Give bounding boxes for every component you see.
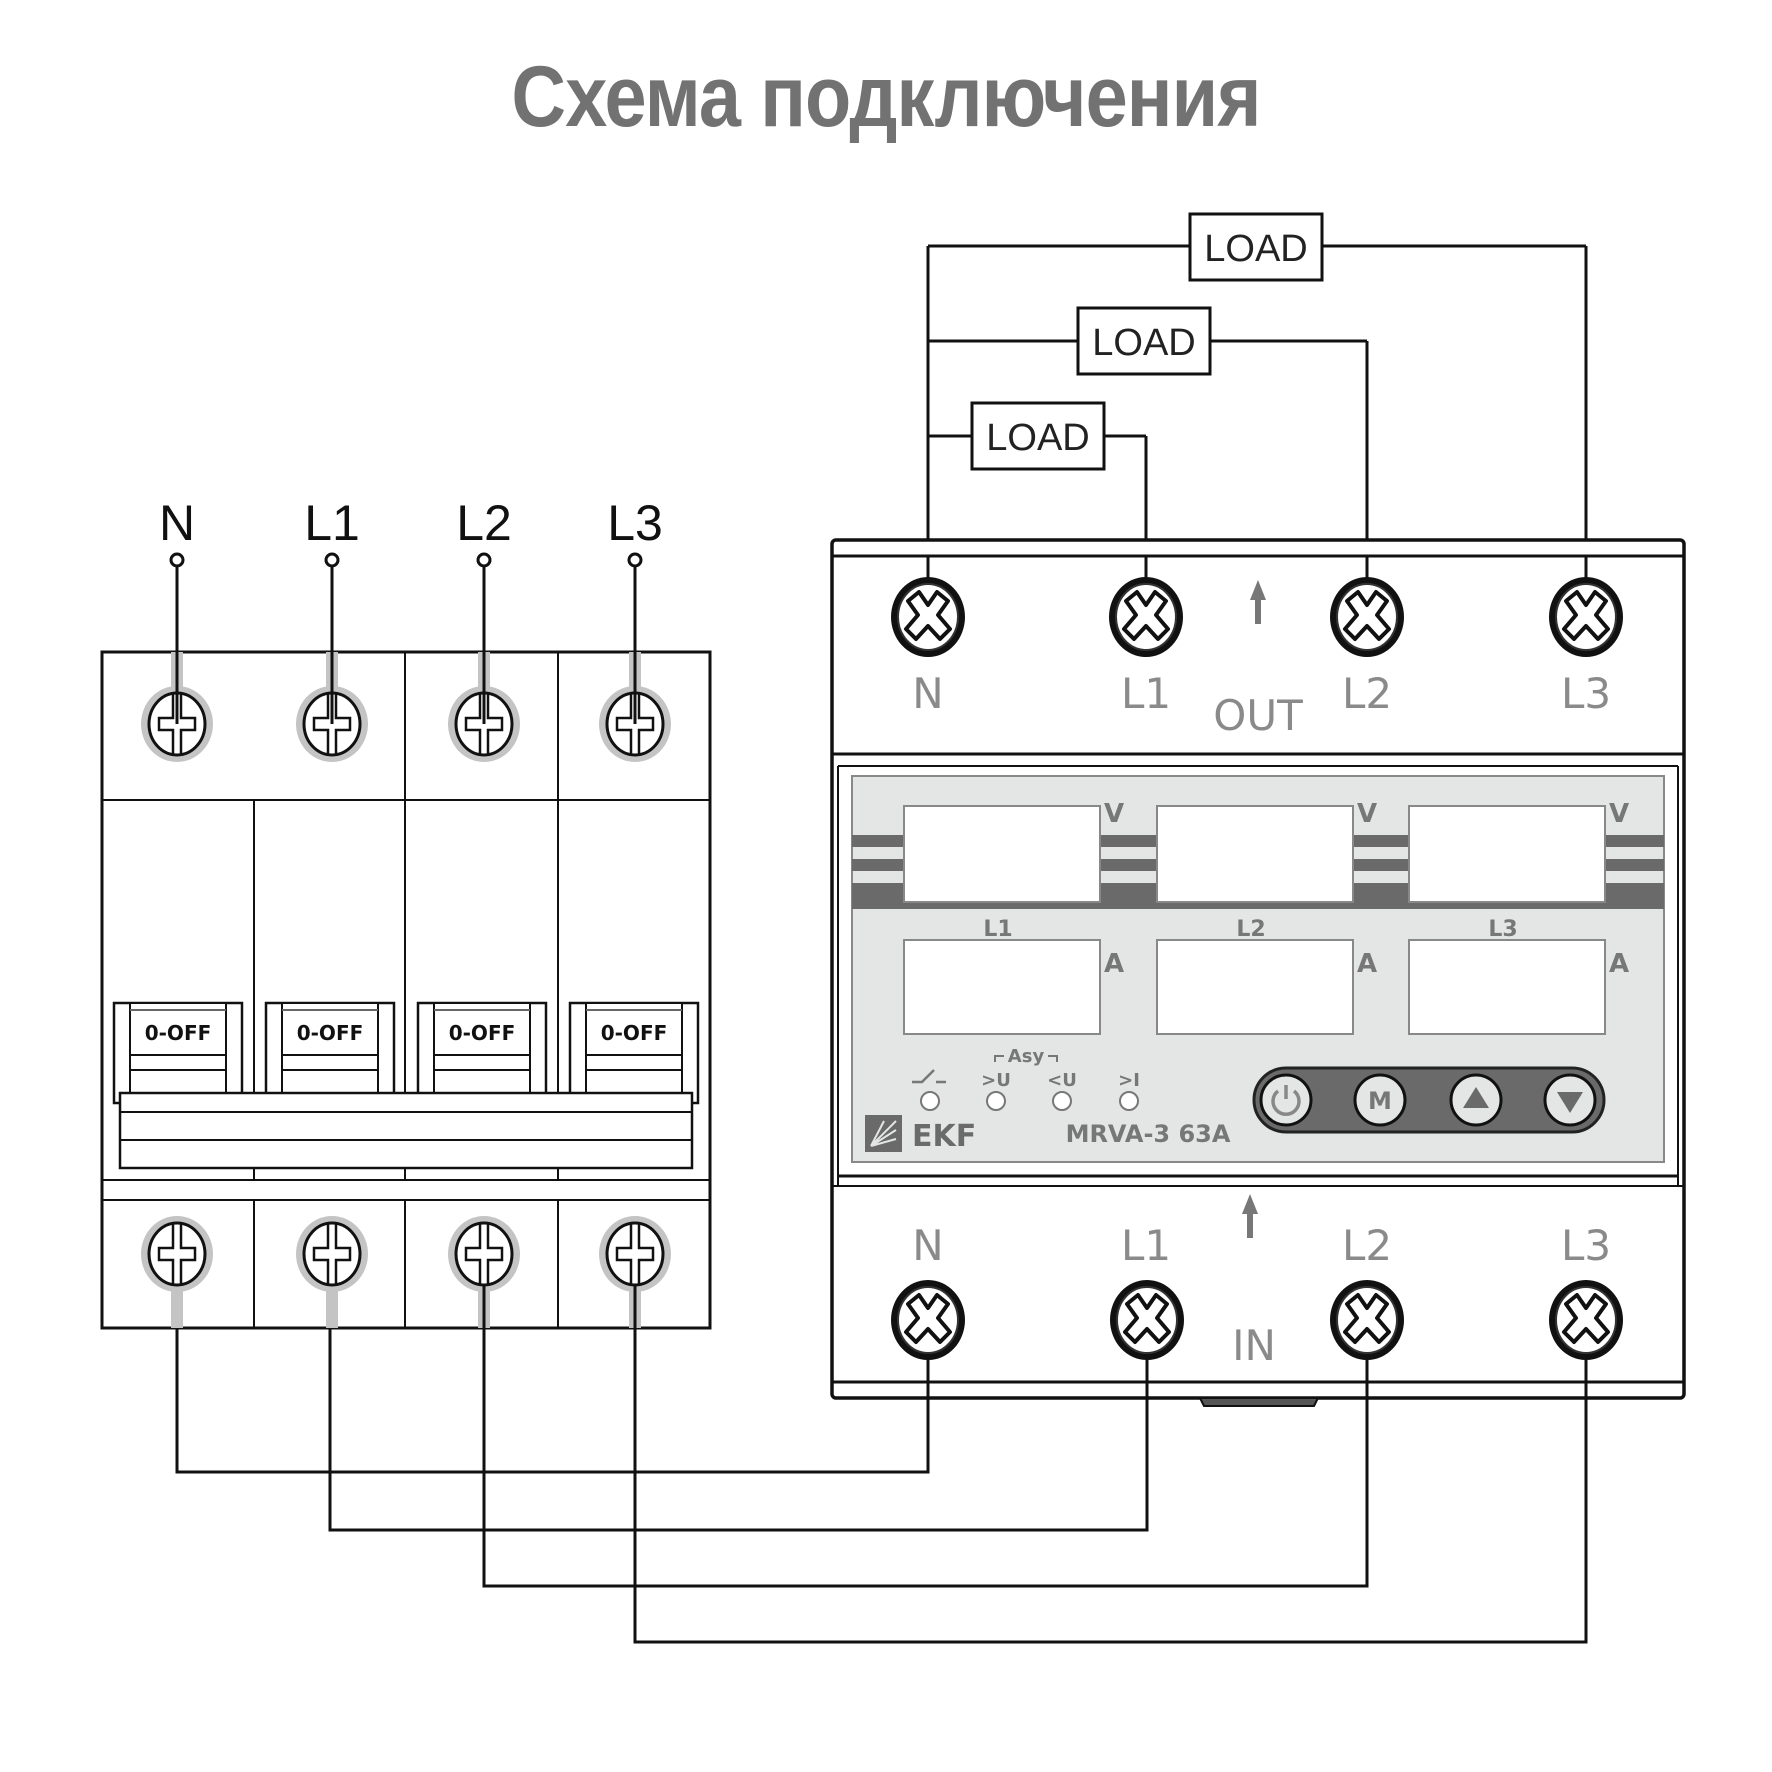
din-clip bbox=[1198, 1397, 1320, 1407]
current-unit: A bbox=[1357, 949, 1377, 979]
mode-button[interactable]: M bbox=[1353, 1073, 1407, 1127]
relay-screw-out-l1 bbox=[1107, 575, 1185, 659]
voltage-unit: V bbox=[1609, 799, 1629, 829]
overcurrent-label: >I bbox=[1118, 1070, 1140, 1091]
in-label-l1: L1 bbox=[1121, 1221, 1171, 1270]
out-label-l3: L3 bbox=[1561, 669, 1611, 718]
brand-name: EKF bbox=[912, 1119, 976, 1154]
up-button[interactable] bbox=[1449, 1073, 1503, 1127]
circuit-breaker: N L1 L2 L3 bbox=[100, 495, 712, 1330]
load-label: LOAD bbox=[986, 417, 1089, 459]
arrow-up-icon bbox=[1250, 580, 1266, 624]
relay-front-panel: V V V L1 L2 L3 A A A Asy >U <U >I bbox=[851, 775, 1665, 1163]
relay-screw-in-n bbox=[889, 1278, 967, 1362]
overvoltage-label: >U bbox=[981, 1070, 1011, 1091]
switch-state-label: 0-OFF bbox=[601, 1021, 668, 1045]
phase-label-l3: L3 bbox=[1488, 917, 1517, 942]
relay-screw-in-l3 bbox=[1547, 1278, 1625, 1362]
control-buttons: M bbox=[1252, 1066, 1606, 1134]
toggle-l3[interactable]: 0-OFF bbox=[568, 1001, 700, 1105]
model-name: MRVA-3 63A bbox=[1066, 1120, 1231, 1148]
relay-screw-out-l2 bbox=[1328, 575, 1406, 659]
wire-l2-in bbox=[482, 1328, 1369, 1588]
current-display-l1 bbox=[903, 939, 1101, 1035]
breaker-screw-bottom-n bbox=[139, 1214, 215, 1294]
breaker-bottom-terminals bbox=[139, 1214, 673, 1328]
in-label-l3: L3 bbox=[1561, 1221, 1611, 1270]
in-label-l2: L2 bbox=[1342, 1221, 1392, 1270]
arrow-up-icon bbox=[1242, 1194, 1258, 1238]
indicator-leds: Asy >U <U >I bbox=[912, 1046, 1140, 1111]
load-l3: LOAD bbox=[1188, 212, 1324, 282]
voltage-unit: V bbox=[1104, 799, 1124, 829]
current-unit: A bbox=[1104, 949, 1124, 979]
breaker-top-terminals bbox=[139, 552, 673, 764]
relay-in-terminals: N L1 L2 L3 IN bbox=[889, 1194, 1625, 1398]
triangle-up-icon bbox=[1463, 1087, 1489, 1108]
triangle-down-icon bbox=[1557, 1092, 1583, 1113]
voltage-display-l2 bbox=[1156, 805, 1354, 903]
led-overcurrent bbox=[1119, 1091, 1139, 1111]
asymmetry-label: Asy bbox=[1008, 1046, 1045, 1067]
supply-label-l1: L1 bbox=[304, 495, 360, 551]
in-label: IN bbox=[1232, 1321, 1276, 1370]
wire-l1-in bbox=[328, 1328, 1149, 1532]
in-label-n: N bbox=[912, 1221, 943, 1270]
breaker-screw-bottom-l2 bbox=[446, 1214, 522, 1294]
switch-state-label: 0-OFF bbox=[297, 1021, 364, 1045]
led-undervoltage bbox=[1052, 1091, 1072, 1111]
out-label: OUT bbox=[1213, 691, 1303, 740]
supply-label-l3: L3 bbox=[607, 495, 663, 551]
phase-label-l1: L1 bbox=[983, 917, 1012, 942]
out-label-l2: L2 bbox=[1342, 669, 1392, 718]
load-label: LOAD bbox=[1204, 228, 1307, 270]
relay-screw-in-l1 bbox=[1108, 1278, 1186, 1362]
led-overvoltage bbox=[986, 1091, 1006, 1111]
power-button[interactable] bbox=[1259, 1073, 1313, 1127]
wire-l3-in bbox=[633, 1328, 1588, 1644]
voltage-display-l1 bbox=[903, 805, 1101, 903]
load-l1: LOAD bbox=[970, 401, 1106, 471]
relay-screw-out-l3 bbox=[1547, 575, 1625, 659]
current-display-l2 bbox=[1156, 939, 1354, 1035]
toggle-l2[interactable]: 0-OFF bbox=[416, 1001, 548, 1105]
page-title: Схема подключения bbox=[511, 49, 1261, 145]
supply-label-l2: L2 bbox=[456, 495, 512, 551]
relay-screw-out-n bbox=[889, 575, 967, 659]
switch-state-label: 0-OFF bbox=[145, 1021, 212, 1045]
load-label: LOAD bbox=[1092, 322, 1195, 364]
out-label-l1: L1 bbox=[1121, 669, 1171, 718]
breaker-screw-bottom-l1 bbox=[294, 1214, 370, 1294]
current-unit: A bbox=[1609, 949, 1629, 979]
relay-screw-in-l2 bbox=[1328, 1278, 1406, 1362]
voltage-relay: N L1 L2 L3 OUT V V V L1 L2 L3 bbox=[830, 538, 1686, 1407]
power-icon bbox=[1271, 1089, 1301, 1116]
input-wires bbox=[175, 1328, 1588, 1644]
mode-button-label: M bbox=[1368, 1087, 1392, 1115]
loads: LOAD LOAD LOAD bbox=[970, 212, 1324, 471]
led-relay-contact bbox=[920, 1091, 940, 1111]
toggle-l1[interactable]: 0-OFF bbox=[264, 1001, 396, 1105]
undervoltage-label: <U bbox=[1047, 1070, 1077, 1091]
switch-state-label: 0-OFF bbox=[449, 1021, 516, 1045]
down-button[interactable] bbox=[1543, 1073, 1597, 1127]
breaker-tie-bar[interactable] bbox=[118, 1091, 694, 1170]
current-display-l3 bbox=[1408, 939, 1606, 1035]
load-l2: LOAD bbox=[1076, 306, 1212, 376]
breaker-toggles: 0-OFF 0-OFF 0-OFF bbox=[112, 1001, 700, 1170]
out-label-n: N bbox=[912, 669, 943, 718]
breaker-screw-bottom-l3 bbox=[597, 1214, 673, 1294]
supply-labels: N L1 L2 L3 bbox=[159, 495, 663, 551]
voltage-display-l3 bbox=[1408, 805, 1606, 903]
voltage-unit: V bbox=[1357, 799, 1377, 829]
toggle-n[interactable]: 0-OFF bbox=[112, 1001, 244, 1105]
ekf-logo: EKF bbox=[865, 1115, 976, 1154]
supply-label-n: N bbox=[159, 495, 195, 551]
relay-out-terminals: N L1 L2 L3 OUT bbox=[889, 556, 1625, 740]
relay-contact-icon bbox=[912, 1069, 946, 1084]
phase-label-l2: L2 bbox=[1236, 917, 1265, 942]
wire-n-in bbox=[175, 1328, 930, 1474]
